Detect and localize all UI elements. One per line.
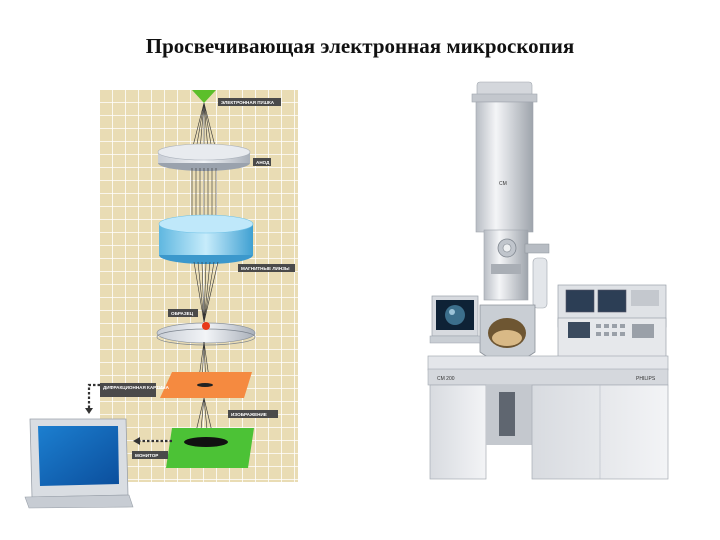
beam-to-sample [193, 261, 219, 323]
diffraction-label-box [100, 383, 156, 397]
page-title: Просвечивающая электронная микроскопия [145, 34, 575, 58]
beam-upper [191, 102, 217, 151]
sample-label: ОБРАЗЕЦ [171, 311, 194, 316]
microscope-column [475, 101, 534, 233]
arrow-down-icon [85, 408, 93, 414]
microscope-photo: CM CM 20 [427, 81, 669, 480]
beam-middle [191, 168, 217, 222]
monitor-icon [24, 418, 134, 509]
anode-disk-top [157, 143, 251, 161]
monitor-label-box [132, 451, 168, 459]
sample-dot [202, 322, 210, 330]
diffraction-label: ДИФРАКЦИОННАЯ КАРТИНА [103, 385, 170, 390]
lens-top [158, 214, 254, 234]
image-plate [166, 428, 254, 468]
image-label-box [228, 410, 278, 418]
arrow-left-icon [133, 437, 140, 445]
sample-label-box [168, 309, 198, 317]
brand-plate: PHILIPS [636, 376, 656, 382]
lenses-label-box [238, 264, 295, 272]
schematic-diagram: ЭЛЕКТРОННАЯ ПУШКА АНОД МАГНИТНЫЕ ЛИНЗЫ [24, 90, 298, 509]
image-label: ИЗОБРАЖЕНИЕ [231, 412, 267, 417]
image-spot [184, 437, 228, 447]
svg-text:CM: CM [499, 181, 507, 187]
anode-label-box [253, 158, 271, 166]
electron-gun-icon [192, 90, 216, 103]
gun-label-box [218, 98, 281, 106]
lenses-label: МАГНИТНЫЕ ЛИНЗЫ [241, 266, 290, 271]
desk-top [427, 355, 669, 371]
gun-label: ЭЛЕКТРОННАЯ ПУШКА [221, 100, 275, 105]
diffraction-spot [197, 383, 213, 387]
model-plate: CM 200 [437, 376, 455, 382]
monitor-label: МОНИТОР [135, 453, 158, 458]
dotted-arrows [87, 383, 172, 443]
anode-label: АНОД [256, 160, 270, 165]
